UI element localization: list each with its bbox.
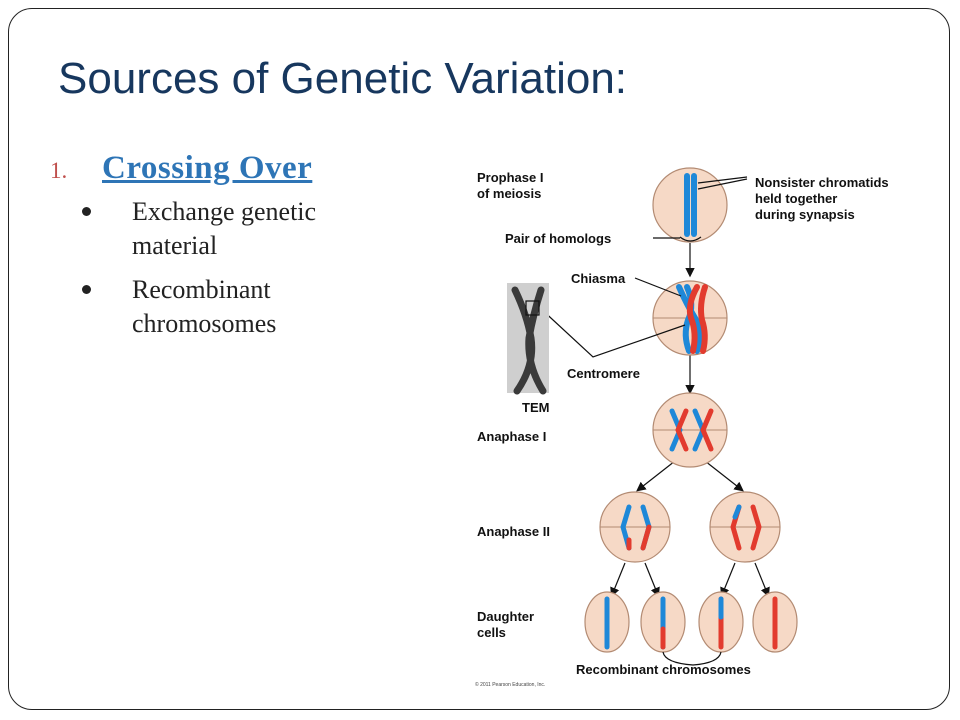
blue-chromosome	[691, 173, 697, 237]
label-pair-of-homologs: Pair of homologs	[505, 231, 611, 246]
pointer-line	[538, 306, 686, 358]
slide-frame	[8, 8, 950, 710]
anaphase-two-cell-right	[709, 491, 781, 563]
arrow-8	[754, 562, 770, 598]
content-list: 1. Crossing Over Exchange genetic materi…	[50, 150, 380, 351]
sub-list: Exchange genetic material Recombinant ch…	[50, 195, 380, 341]
bullet-dot-icon	[82, 285, 91, 294]
label-centromere: Centromere	[567, 366, 640, 381]
bullet-text: Recombinant chromosomes	[132, 275, 277, 338]
label-nonsister-3: during synapsis	[755, 207, 855, 222]
copyright-text: © 2011 Pearson Education, Inc.	[475, 681, 545, 688]
pointer-line	[634, 277, 682, 297]
anaphase-one-cell	[652, 392, 728, 468]
blue-chromosome	[684, 173, 690, 237]
chiasma-cell	[652, 280, 728, 356]
label-of-meiosis: of meiosis	[477, 186, 541, 201]
arrow-3	[636, 460, 676, 492]
label-tem: TEM	[522, 400, 549, 415]
label-chiasma: Chiasma	[571, 271, 626, 286]
label-daughter-1: Daughter	[477, 609, 534, 624]
arrow-7	[720, 562, 736, 598]
bullet-exchange: Exchange genetic material	[50, 195, 380, 263]
label-recombinant: Recombinant chromosomes	[576, 662, 751, 677]
daughter-cell-3	[698, 591, 744, 653]
label-nonsister-2: held together	[755, 191, 837, 206]
arrow-5	[610, 562, 626, 598]
daughter-cell-2	[640, 591, 686, 653]
label-anaphase-two: Anaphase II	[477, 524, 550, 539]
anaphase-two-cell-left	[599, 491, 671, 563]
bullet-recombinant: Recombinant chromosomes	[50, 273, 380, 341]
slide-title: Sources of Genetic Variation:	[58, 54, 628, 103]
crossing-over-link[interactable]: Crossing Over	[102, 150, 313, 186]
recombinant-bracket	[662, 651, 722, 666]
bullet-text: Exchange genetic material	[132, 197, 317, 260]
daughter-cell-4	[752, 591, 798, 653]
prophase-cell	[652, 167, 728, 243]
daughter-cell-1	[584, 591, 630, 653]
crossing-over-diagram: Prophase I of meiosis Nonsister chromati…	[465, 155, 905, 690]
list-item-crossing-over: 1. Crossing Over	[50, 150, 380, 187]
pointer-line	[697, 178, 748, 190]
label-anaphase-one: Anaphase I	[477, 429, 546, 444]
pointer-line	[697, 176, 748, 184]
arrow-6	[644, 562, 660, 598]
label-daughter-2: cells	[477, 625, 506, 640]
arrow-4	[704, 460, 744, 492]
label-nonsister-1: Nonsister chromatids	[755, 175, 889, 190]
bullet-dot-icon	[82, 207, 91, 216]
label-prophase: Prophase I	[477, 170, 543, 185]
list-number: 1.	[50, 158, 68, 183]
tem-micrograph	[507, 283, 549, 395]
